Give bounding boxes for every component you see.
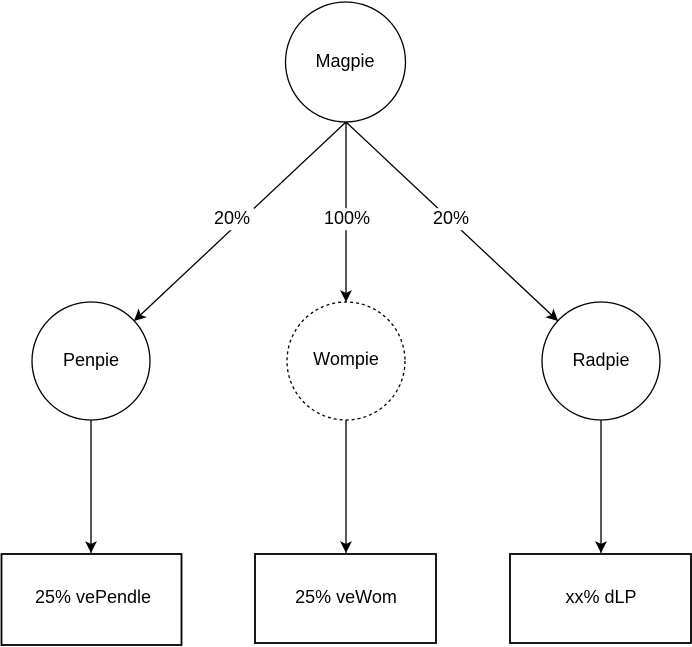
edge-label-magpie-wompie: 100% [319,208,375,230]
vewom-box [254,553,437,644]
vewom-box-label: 25% veWom [295,587,397,608]
dlp-box-label: xx% dLP [565,587,637,608]
wompie-node-circle [286,301,406,421]
dlp-box [509,553,692,644]
magpie-node-circle [284,1,407,123]
wompie-node-label: Wompie [313,349,379,370]
radpie-node-label: Radpie [572,350,630,371]
edge-label-magpie-penpie: 20% [209,208,255,230]
penpie-node-circle [31,301,151,421]
edge-label-magpie-radpie: 20% [428,208,474,230]
vependle-box-label: 25% vePendle [34,587,152,608]
magpie-node-label: Magpie [315,51,375,72]
penpie-node-label: Penpie [62,350,120,371]
radpie-node-circle [541,301,661,421]
vependle-box [0,553,183,646]
